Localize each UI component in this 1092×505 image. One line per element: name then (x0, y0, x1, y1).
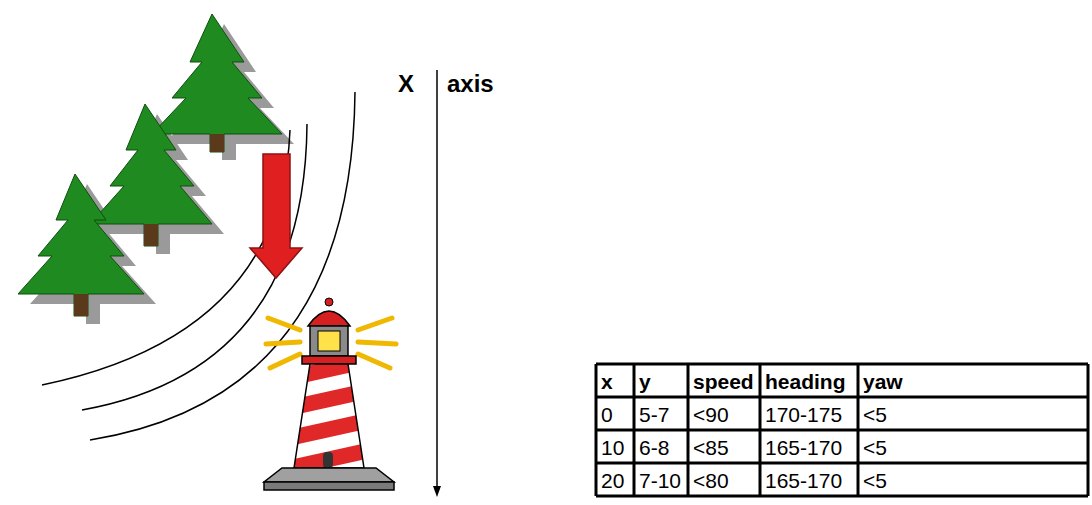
x-axis (433, 70, 441, 497)
axis-word: axis (447, 72, 494, 96)
table-cell: <85 (693, 437, 729, 458)
axis-letter: X (398, 72, 414, 96)
table-cell: 165-170 (765, 437, 842, 458)
table-cell: 10 (601, 437, 624, 458)
table-grid (596, 364, 1088, 496)
table-header: heading (765, 371, 846, 392)
table-cell: <5 (863, 437, 887, 458)
table-header: y (639, 371, 651, 392)
table-header: yaw (863, 371, 903, 392)
direction-arrow (250, 154, 302, 278)
table-cell: <5 (863, 404, 887, 425)
table-cell: 0 (601, 404, 613, 425)
table-cell: <90 (693, 404, 729, 425)
table-cell: 165-170 (765, 470, 842, 491)
lighthouse (264, 298, 396, 490)
table-header: x (601, 371, 613, 392)
table-cell: <80 (693, 470, 729, 491)
table-cell: 6-8 (639, 437, 669, 458)
table-cell: 5-7 (639, 404, 669, 425)
table-cell: 170-175 (765, 404, 842, 425)
table-cell: 7-10 (639, 470, 681, 491)
pine-trees (18, 14, 282, 316)
table-cell: 20 (601, 470, 624, 491)
table-header: speed (693, 371, 754, 392)
table-cell: <5 (863, 470, 887, 491)
